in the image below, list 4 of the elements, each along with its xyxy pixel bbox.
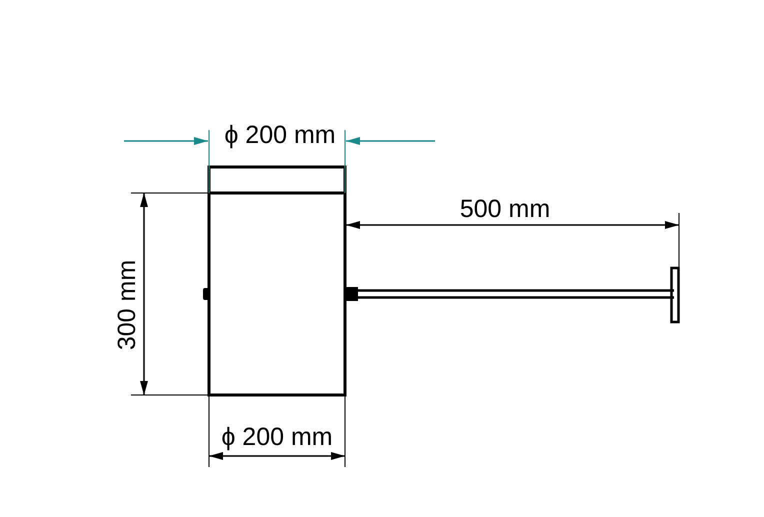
dimension-label: ϕ 200 mm bbox=[224, 120, 336, 151]
dimension-label: ϕ 200 mm bbox=[221, 422, 333, 453]
dimension-label: 500 mm bbox=[460, 194, 550, 225]
dimension-label: 300 mm bbox=[112, 260, 142, 350]
